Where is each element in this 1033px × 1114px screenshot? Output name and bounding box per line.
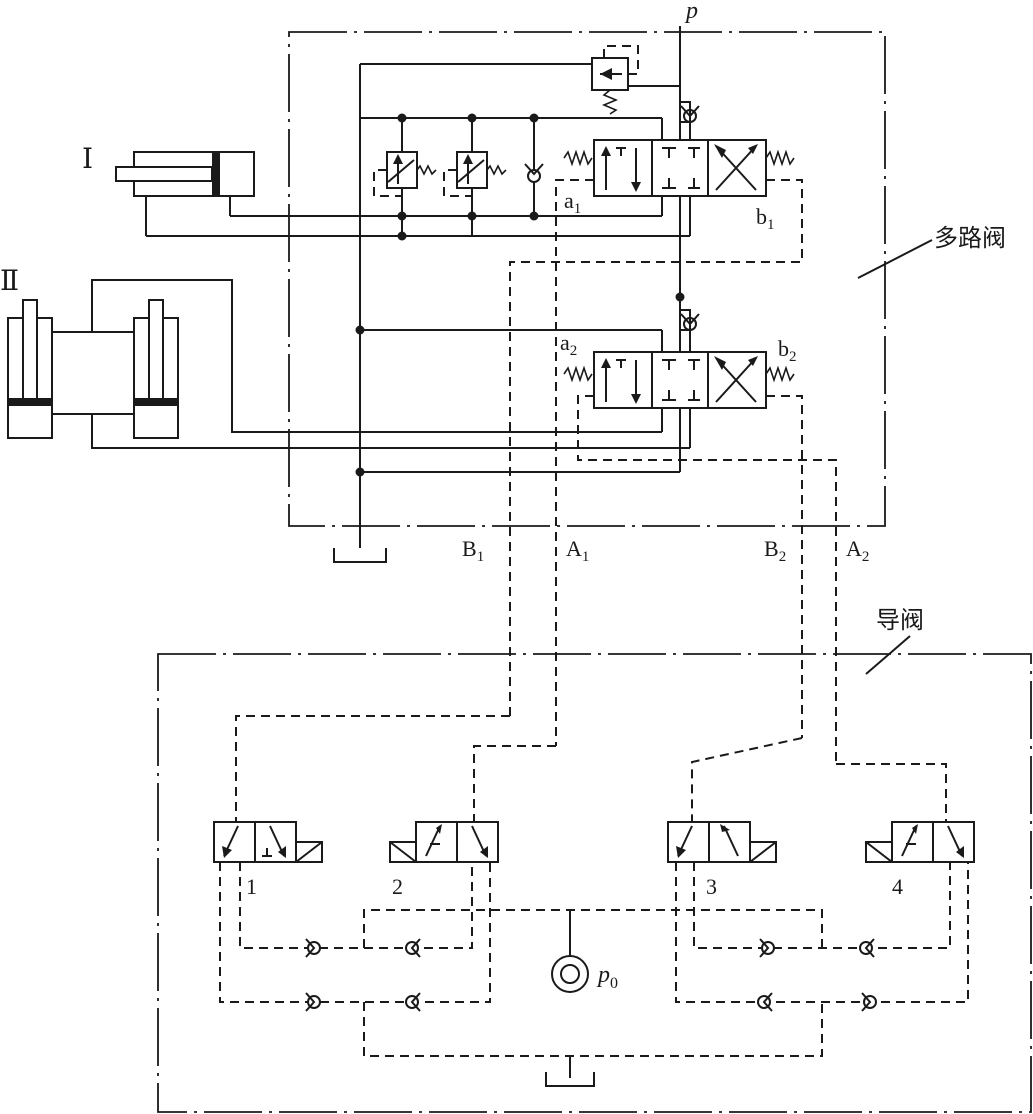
spring-icon <box>563 151 593 165</box>
cylinder-2-label: Ⅱ <box>0 266 19 297</box>
pilot-check-network-right <box>675 862 969 1003</box>
line-B1-label: B1 <box>462 536 484 565</box>
cylinder-2 <box>7 279 690 449</box>
pressure-p-label: p <box>684 0 698 24</box>
valve-2-label: 2 <box>392 874 403 899</box>
port-b1-label: b1 <box>756 204 775 233</box>
spring-icon <box>765 367 795 381</box>
check-valve-icon <box>405 992 421 1012</box>
pilot-valve-2 <box>389 821 499 863</box>
cylinder-1-label: Ⅰ <box>82 144 93 175</box>
line-A1-label: A1 <box>566 536 589 565</box>
valve-3-label: 3 <box>706 874 717 899</box>
line-A2-label: A2 <box>846 536 869 565</box>
multiway-valve-leader <box>857 239 933 279</box>
pilot-valve-label: 导阀 <box>876 606 924 634</box>
pilot-lines-lower <box>235 715 947 822</box>
check-valve-icon <box>759 938 775 958</box>
spring-icon <box>563 367 593 381</box>
line-B2-label: B2 <box>764 536 786 565</box>
port-a2-label: a2 <box>560 330 577 359</box>
directional-valve-2 <box>593 351 767 409</box>
pilot-pressure-label: p0 <box>596 962 618 992</box>
directional-valve-1 <box>593 139 767 197</box>
pilot-valve-enclosure <box>157 653 1032 1113</box>
check-valve-icon <box>405 938 421 958</box>
port-b2-label: b2 <box>778 336 797 365</box>
valve-1-label: 1 <box>246 874 257 899</box>
tank-symbol <box>333 548 387 563</box>
pilot-lines-upper <box>509 179 837 764</box>
cylinder-1 <box>115 151 255 236</box>
check-valve-icon <box>305 992 321 1012</box>
return-line <box>355 64 365 548</box>
pilot-valve-leader <box>865 635 911 675</box>
check-valve-icon <box>757 992 773 1012</box>
spring-icon <box>765 151 795 165</box>
port-a1-label: a1 <box>564 188 581 217</box>
pilot-valve-4 <box>865 821 975 863</box>
main-relief-valve <box>360 45 680 115</box>
pilot-valve-1 <box>213 821 323 863</box>
check-valve-icon <box>861 992 877 1012</box>
pilot-valve-3 <box>667 821 777 863</box>
section-2-connections <box>360 320 691 473</box>
valve-4-label: 4 <box>892 874 903 899</box>
pilot-check-network-left <box>219 862 823 1057</box>
multiway-valve-enclosure <box>288 31 886 527</box>
multiway-valve-label: 多路阀 <box>934 224 1006 252</box>
check-valve-icon <box>305 938 321 958</box>
pilot-pump-icon <box>551 910 589 993</box>
pilot-tank-symbol <box>545 1056 595 1087</box>
check-valve-icon <box>859 938 875 958</box>
section-1-manifold <box>146 112 691 241</box>
